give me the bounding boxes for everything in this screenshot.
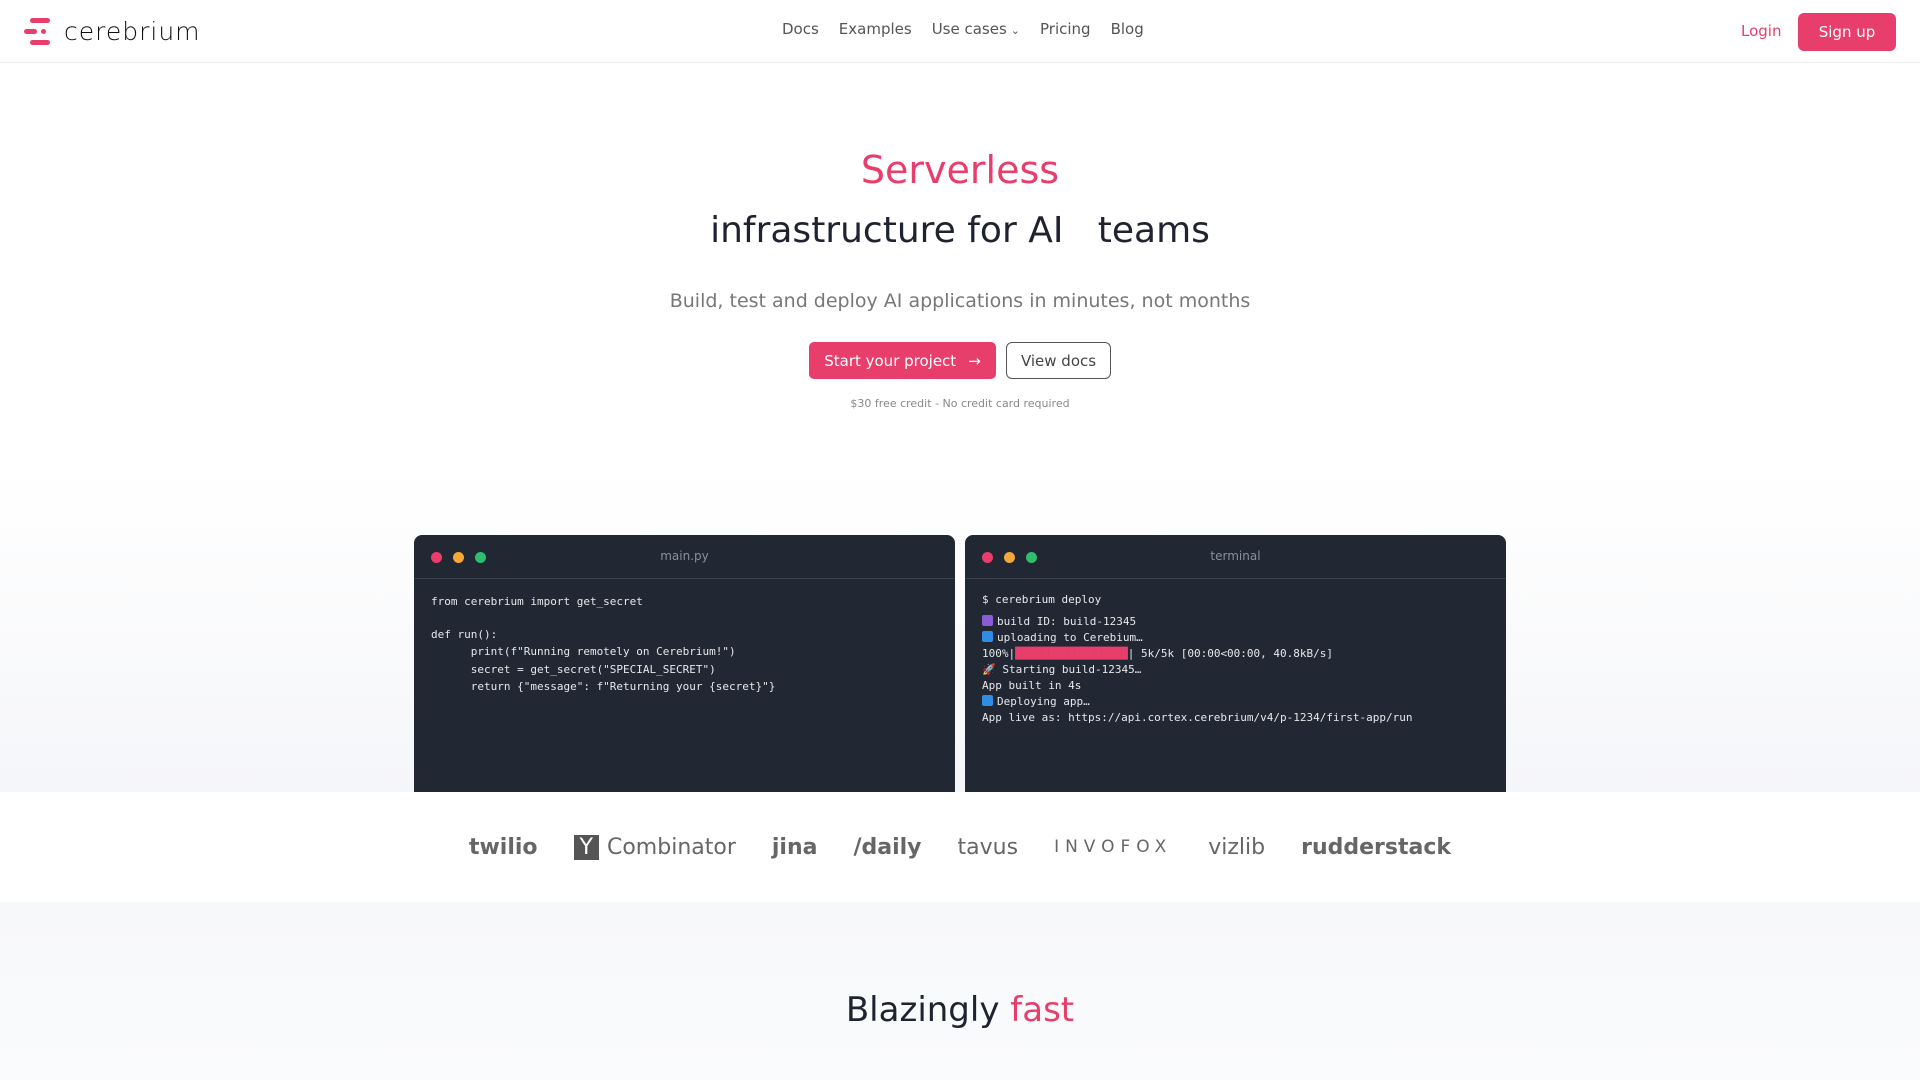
new-icon [982,695,993,706]
terminal-panel-title: terminal [1210,549,1261,563]
progress-percent: 100% [982,647,1009,660]
brand-name: cerebrium [64,16,201,46]
code-line: from cerebrium import get_secret [431,595,643,608]
progress-bar: █████████████████ [1015,647,1128,660]
minimize-dot-icon [453,552,464,563]
hero-title: infrastructure for AI teams [710,210,1210,251]
terminal-line: build ID: build-12345 [982,614,1489,630]
upload-icon [982,631,993,642]
top-nav: cerebrium Docs Examples Use cases⌄ Prici… [0,0,1920,63]
logo-rudderstack: rudderstack [1301,834,1452,860]
view-docs-button[interactable]: View docs [1006,342,1111,379]
terminal-panel: terminal $ cerebrium deploy build ID: bui… [965,535,1506,792]
logo-daily: /daily [853,834,922,860]
section-title-accent: fast [1010,990,1075,1030]
section-title-plain: Blazingly [845,990,1000,1030]
arrow-right-icon: → [968,351,981,370]
logo-jina: jina [771,834,818,860]
code-line: secret = get_secret("SPECIAL_SECRET") [431,662,716,676]
terminal-panel-header: terminal [965,535,1506,579]
terminal-line: 🚀 Starting build-12345… [982,662,1489,678]
terminal-output: $ cerebrium deploy build ID: build-12345 u… [965,579,1506,740]
logo-icon [24,16,52,46]
hero-subtitle: Build, test and deploy AI applications i… [669,290,1251,312]
code-panel-header: main.py [414,535,955,579]
code-line: print(f"Running remotely on Cerebrium!") [431,645,736,658]
signup-button[interactable]: Sign up [1798,13,1896,51]
nav-use-cases[interactable]: Use cases⌄ [932,20,1020,38]
logo-twilio: twilio [468,834,538,860]
hero-title-accent: Serverless [860,148,1060,192]
id-icon [982,615,993,626]
chevron-down-icon: ⌄ [1010,24,1020,37]
features-section [0,902,1920,1080]
panel-backdrop [0,470,1920,792]
maximize-dot-icon [475,552,486,563]
logo-ycombinator-label: Combinator [606,834,736,860]
terminal-line: $ cerebrium deploy [982,593,1102,606]
credit-note: $30 free credit - No credit card require… [850,397,1070,410]
code-line: def run(): [431,627,498,641]
logo[interactable]: cerebrium [24,16,201,46]
code-panel: main.py from cerebrium import get_secret… [414,535,955,792]
login-link[interactable]: Login [1741,22,1782,40]
logo-ycombinator: Y Combinator [573,834,736,860]
close-dot-icon [431,552,442,563]
nav-examples[interactable]: Examples [838,20,912,38]
terminal-line: App live as: https://api.cortex.cerebriu… [982,711,1413,724]
section-title: Blazingly fast [0,990,1920,1030]
upload-status: uploading to Cerebium… [997,631,1143,644]
logo-invofox: INVOFOX [1054,837,1173,857]
code-line: return {"message": f"Returning your {sec… [431,680,776,693]
code-panel-title: main.py [660,549,709,563]
nav-blog[interactable]: Blog [1110,20,1144,38]
minimize-dot-icon [1004,552,1015,563]
rocket-icon: 🚀 [982,663,1003,676]
code-line [431,611,938,626]
build-id: build ID: build-12345 [997,615,1137,628]
starting-status: Starting build-12345… [1002,663,1142,676]
terminal-line: uploading to Cerebium… [982,630,1489,646]
start-project-button[interactable]: Start your project → [809,342,996,379]
progress-stats: 5k/5k [00:00<00:00, 40.8kB/s] [1140,647,1334,660]
start-project-label: Start your project [824,351,957,370]
nav-pricing[interactable]: Pricing [1040,20,1091,38]
terminal-line: App built in 4s [982,679,1082,692]
terminal-line: 100%|█████████████████| 5k/5k [00:00<00:… [982,647,1334,660]
nav-docs[interactable]: Docs [782,20,819,38]
logo-vizlib: vizlib [1208,834,1266,860]
maximize-dot-icon [1026,552,1037,563]
terminal-line: Deploying app… [982,694,1489,710]
close-dot-icon [982,552,993,563]
deploy-status: Deploying app… [997,695,1090,708]
nav-use-cases-label: Use cases [931,20,1007,38]
customer-logos: twilio Y Combinator jina /daily tavus INV… [0,792,1920,902]
y-icon: Y [573,834,599,860]
logo-tavus: tavus [957,834,1019,860]
